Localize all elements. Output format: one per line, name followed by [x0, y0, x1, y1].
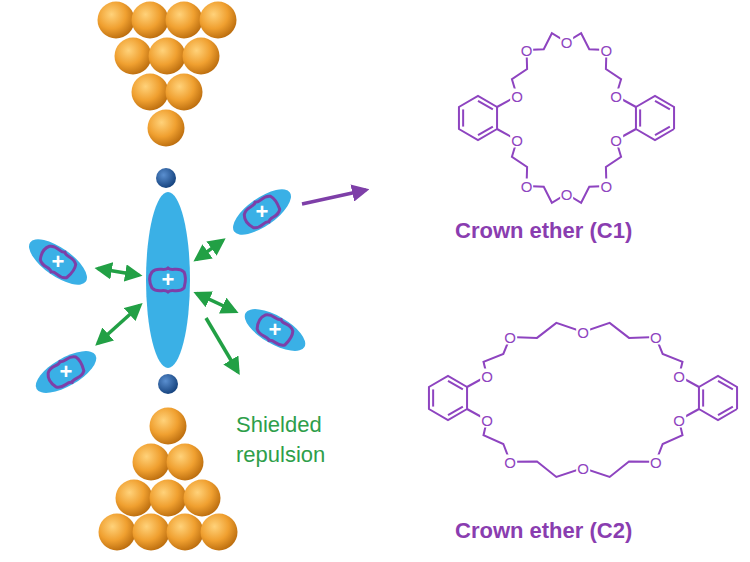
ion-complex: +: [239, 304, 311, 356]
double-bond: [478, 101, 493, 110]
gold-atom: [148, 110, 185, 147]
double-bond: [655, 101, 670, 110]
oxygen-atom: O: [503, 454, 517, 469]
double-bond: [718, 407, 733, 416]
charge-sign: +: [256, 201, 269, 223]
annotation-text: Shielded repulsion: [236, 410, 366, 469]
anchor-atom: [156, 168, 176, 188]
oxygen-atom: O: [649, 454, 663, 469]
gold-atom: [116, 480, 153, 517]
charge-sign: +: [52, 251, 65, 273]
repulsion-arrow: [98, 269, 139, 276]
crown-ring: [253, 310, 296, 349]
oxygen-atom: O: [503, 330, 517, 345]
crown-ring: [44, 353, 87, 392]
oxygen-atom: O: [510, 133, 524, 148]
gold-atom: [183, 38, 220, 75]
oxygen-atom: O: [600, 178, 614, 193]
double-bond: [448, 381, 463, 390]
double-bond: [462, 109, 464, 126]
oxygen-atom: O: [600, 43, 614, 58]
gold-atom: [150, 480, 187, 517]
crown-ring: [150, 268, 186, 292]
double-bond: [432, 389, 434, 406]
compound-label: Crown ether (C2): [455, 516, 632, 546]
cation-ellipse: [30, 343, 103, 401]
pointer-arrow: [302, 190, 366, 204]
benzene-ring: [429, 376, 467, 420]
ion-complex: +: [22, 236, 94, 288]
oxygen-atom: O: [609, 89, 623, 104]
crown-ether-structure: [429, 33, 737, 477]
repulsion-arrow: [98, 305, 140, 343]
charge-sign: +: [269, 319, 282, 341]
oxygen-atom: O: [480, 413, 494, 428]
benzene-ring: [636, 96, 674, 140]
double-bond: [718, 381, 733, 390]
oxygen-atom: O: [560, 35, 574, 50]
ether-chain: [512, 140, 621, 203]
oxygen-atom: O: [576, 461, 590, 476]
repulsion-arrow: [206, 318, 238, 372]
oxygen-atom: O: [560, 187, 574, 202]
gold-atom: [150, 408, 187, 445]
oxygen-atom: O: [609, 133, 623, 148]
gold-atom: [200, 2, 237, 39]
ether-chain: [484, 323, 683, 376]
gold-atom: [149, 38, 186, 75]
oxygen-atom: O: [649, 330, 663, 345]
gold-atom: [133, 514, 170, 551]
gold-atom: [166, 2, 203, 39]
cation-ellipse: [226, 181, 298, 243]
gold-atom: [167, 514, 204, 551]
gold-atom: [132, 74, 169, 111]
repulsion-arrow: [197, 293, 236, 311]
gold-atom: [115, 38, 152, 75]
double-bond: [702, 389, 704, 406]
charge-sign: +: [60, 361, 73, 383]
anchor-atom: [158, 374, 178, 394]
gold-atom: [98, 2, 135, 39]
compound-label: Crown ether (C1): [455, 216, 632, 246]
cation-ellipse: [22, 231, 94, 293]
gold-atom: [132, 2, 169, 39]
crown-ring: [240, 192, 283, 232]
ion-complex: +: [30, 346, 102, 398]
ion-complex: +: [226, 186, 298, 238]
ether-chain: [484, 420, 683, 477]
double-bond: [448, 407, 463, 416]
double-bond: [639, 109, 641, 126]
crown-ring: [36, 242, 79, 282]
gold-electrode: [98, 2, 238, 551]
benzene-ring: [459, 96, 497, 140]
double-bond: [655, 127, 670, 136]
cation-ellipse: [146, 192, 190, 368]
ion-complex: +: [143, 180, 193, 380]
gold-atom: [133, 444, 170, 481]
oxygen-atom: O: [576, 325, 590, 340]
charge-sign: +: [162, 269, 175, 291]
gold-atom: [99, 514, 136, 551]
double-bond: [478, 127, 493, 136]
gold-atom: [201, 514, 238, 551]
oxygen-atom: O: [672, 369, 686, 384]
oxygen-atom: O: [672, 413, 686, 428]
repulsion-arrow: [196, 240, 223, 259]
gold-atom: [167, 444, 204, 481]
benzene-ring: [699, 376, 737, 420]
oxygen-atom: O: [510, 89, 524, 104]
ether-chain: [512, 33, 621, 96]
cation-ellipse: [239, 301, 312, 359]
gold-atom: [184, 480, 221, 517]
oxygen-atom: O: [480, 369, 494, 384]
oxygen-atom: O: [520, 43, 534, 58]
oxygen-atom: O: [520, 178, 534, 193]
gold-atom: [166, 74, 203, 111]
